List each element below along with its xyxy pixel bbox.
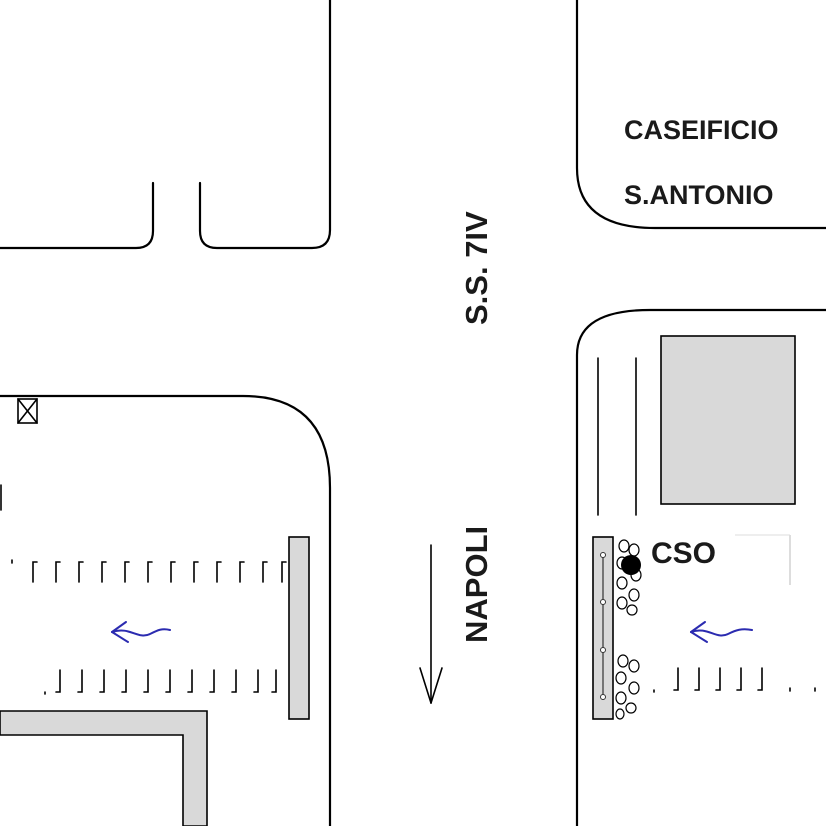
- wavy-arrow-left-icon: [111, 621, 171, 643]
- cso-label: CSO: [651, 537, 716, 570]
- building-l-shape: [0, 710, 208, 826]
- block-top-right-outline: [575, 0, 826, 230]
- shrubs-upper: [616, 539, 642, 616]
- strip-posts: [600, 552, 606, 700]
- block-top-left-outline: [0, 0, 332, 250]
- block-bottom-left-outline: [0, 394, 332, 826]
- direction-label: NAPOLI: [459, 526, 494, 643]
- block-bottom-right-outline: [575, 308, 826, 826]
- boxed-x-icon: [17, 398, 38, 424]
- building-right: [660, 335, 796, 505]
- parking-stalls-left-upper: [11, 559, 287, 583]
- down-arrow-icon: [419, 544, 443, 704]
- curb-strip-left: [288, 536, 310, 720]
- business-name-line1: CASEIFICIO: [624, 115, 779, 145]
- cso-point-marker: [621, 555, 641, 575]
- shrubs-lower: [615, 654, 640, 720]
- business-name-line2: S.ANTONIO: [624, 180, 774, 210]
- road-name-label: S.S. 7IV: [459, 211, 494, 325]
- parking-stalls-right: [653, 667, 816, 693]
- parking-stalls-left-lower: [44, 669, 295, 695]
- wavy-arrow-left-icon: [690, 621, 753, 643]
